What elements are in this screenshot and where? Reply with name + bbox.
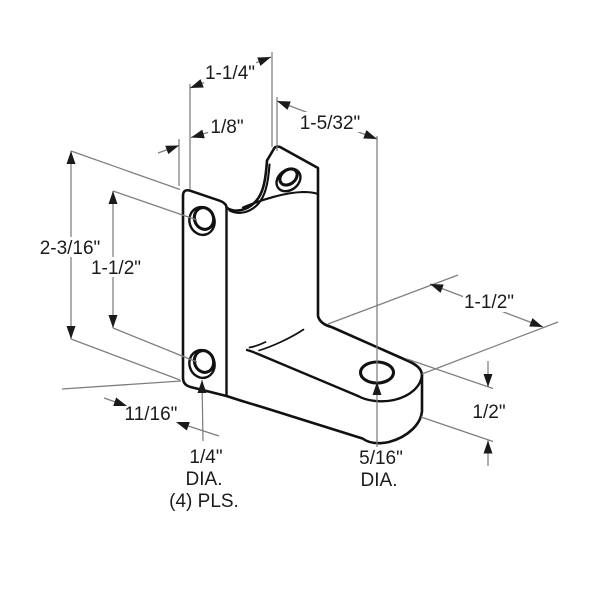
ext-line <box>327 274 459 325</box>
ext-line <box>61 380 182 390</box>
flange-width-label: 1-1/4" <box>205 63 255 84</box>
ext-line <box>421 321 559 375</box>
hole-spacing-label: 1-1/2" <box>91 258 141 279</box>
foot-thickness-label: 1/2" <box>472 402 505 423</box>
arrowhead <box>277 101 291 110</box>
arrowhead <box>372 382 382 395</box>
arrowheads <box>66 57 543 454</box>
ext-line <box>420 416 494 443</box>
label-bg <box>204 61 256 83</box>
label-bg <box>208 116 246 136</box>
ext-line <box>112 327 198 363</box>
channel-inner-wall-edge <box>241 190 320 209</box>
foot-pad-top-rim <box>356 373 424 403</box>
arrowhead <box>165 145 179 155</box>
channel-mouth-inner-rim <box>228 163 271 214</box>
arrowhead <box>191 129 205 139</box>
ext-line <box>406 358 494 390</box>
foot-front-edge <box>245 348 360 398</box>
foot-hole-dia-label: 5/16" <box>359 448 403 469</box>
ext-line <box>112 190 198 221</box>
callout-mounting-holes: 1/4" DIA. (4) PLS. <box>169 447 239 512</box>
arrowhead <box>483 374 493 387</box>
label-bg <box>123 403 179 423</box>
arrowhead <box>197 380 207 393</box>
front-hole-bottom-bore <box>192 349 216 374</box>
label-bg <box>470 401 508 421</box>
arrowhead <box>108 191 118 204</box>
channel-depth-label: 1-5/32" <box>300 113 361 134</box>
arrowhead <box>430 284 444 293</box>
mounting-hole-dia-word: DIA. <box>186 469 223 490</box>
mounting-hole-dia-label: 1/4" <box>189 447 222 468</box>
arrowhead <box>483 440 493 454</box>
hole-offset-label: 11/16" <box>125 404 178 425</box>
label-bg <box>181 446 229 466</box>
label-bg <box>354 447 410 467</box>
arrowhead <box>66 151 76 164</box>
callout-foot-hole: 5/16" DIA. <box>359 448 403 491</box>
label-bg <box>38 237 102 257</box>
foot-hole-dia-word: DIA. <box>361 470 398 491</box>
arrowhead <box>363 130 377 139</box>
material-thickness-label: 1/8" <box>210 117 243 138</box>
fillet-arc-long <box>258 328 305 352</box>
arrowhead <box>66 326 76 339</box>
dimension-material-thickness <box>157 130 214 186</box>
ext-line <box>70 338 181 381</box>
arrowhead <box>176 421 190 431</box>
fillet-arc-short <box>248 341 267 349</box>
label-bg <box>463 291 515 312</box>
dimensions: 2-3/16" 1-1/2" 1-1/4" 1/8" 1-5/32" 1-1/2… <box>38 52 559 512</box>
arrowhead <box>529 318 543 327</box>
foot-length-label: 1-1/2" <box>464 292 514 313</box>
arrowhead <box>257 57 271 66</box>
label-bg <box>298 112 362 132</box>
arrowhead <box>108 315 118 328</box>
arrowhead <box>190 79 204 88</box>
ext-line <box>70 150 181 191</box>
overall-height-label: 2-3/16" <box>40 238 101 259</box>
back-flange-hole-bore <box>278 167 299 187</box>
front-hole-top-bore <box>192 206 216 231</box>
arrowhead <box>113 397 127 407</box>
mounting-hole-places: (4) PLS. <box>169 491 239 512</box>
label-bg <box>90 257 142 277</box>
bracket-part <box>181 145 424 445</box>
